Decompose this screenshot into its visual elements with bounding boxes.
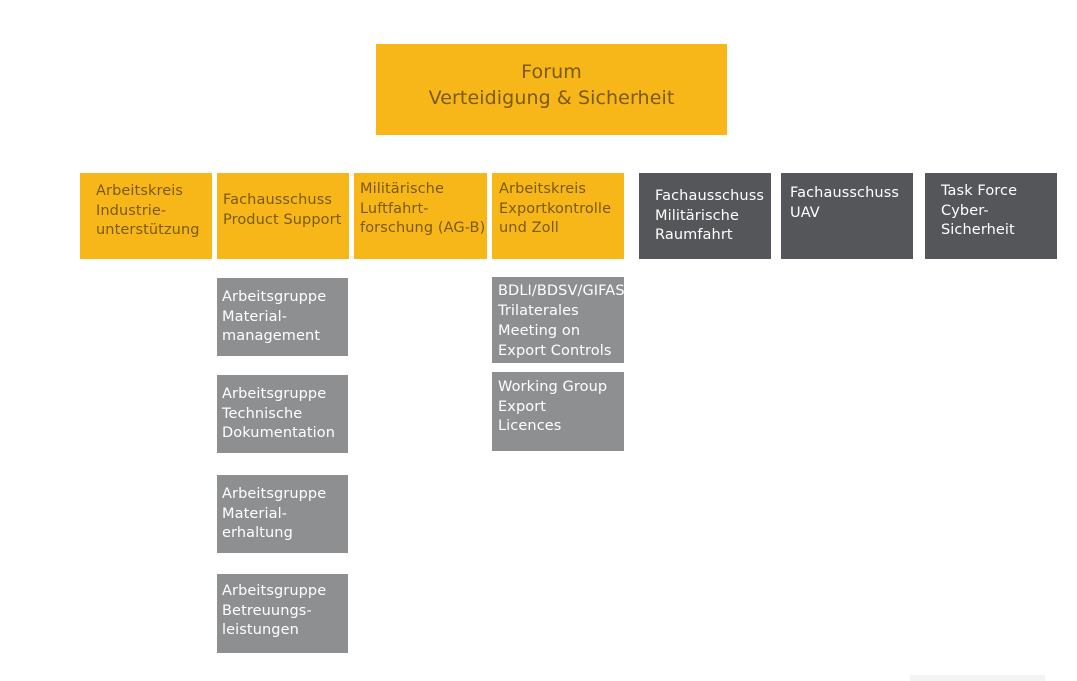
- node-label-line: Export Controls: [498, 343, 612, 359]
- node-label-line: UAV: [790, 204, 820, 221]
- node-label-line: Luftfahrt-: [360, 200, 429, 217]
- node-label-line: Raumfahrt: [655, 227, 733, 243]
- node-label-line: Industrie-: [96, 202, 167, 219]
- node-label-line: Material-: [222, 505, 288, 522]
- node-label-line: Militärische: [655, 207, 739, 224]
- node-label-line: unterstützung: [96, 222, 200, 238]
- node-label-line: BDLI/BDSV/GIFAS: [498, 283, 625, 299]
- node-label-line: Fachausschuss: [223, 192, 333, 208]
- node-label-line: Export: [498, 398, 547, 415]
- node-label-line: Arbeitsgruppe: [222, 583, 327, 599]
- node-label-line: Dokumentation: [222, 425, 336, 441]
- forum-node: Forum Verteidigung & Sicherheit: [376, 44, 727, 135]
- node-ag-technische-dokumentation: Arbeitsgruppe Technische Dokumentation: [217, 375, 348, 453]
- node-label-line: Product Support: [223, 211, 342, 228]
- node-trilaterales-meeting-export-controls: BDLI/BDSV/GIFAS Trilaterales Meeting on …: [492, 277, 625, 363]
- node-label-line: Fachausschuss: [790, 185, 900, 201]
- node-label-line: Cyber-: [941, 202, 989, 219]
- node-arbeitskreis-exportkontrolle: Arbeitskreis Exportkontrolle und Zoll: [492, 173, 624, 259]
- node-label-line: management: [222, 328, 321, 344]
- node-label-line: Licences: [498, 418, 562, 434]
- node-label-line: Arbeitsgruppe: [222, 289, 327, 305]
- node-label-line: forschung (AG-B): [360, 220, 486, 236]
- node-label-line: Arbeitskreis: [499, 181, 587, 197]
- node-working-group-export-licences: Working Group Export Licences: [492, 372, 624, 451]
- node-label-line: Fachausschuss: [655, 188, 765, 204]
- node-label-line: Technische: [222, 405, 303, 422]
- node-fachausschuss-militaerische-raumfahrt: Fachausschuss Militärische Raumfahrt: [639, 173, 771, 259]
- node-label-line: Material-: [222, 308, 288, 325]
- node-label-line: leistungen: [222, 622, 299, 638]
- node-fachausschuss-uav: Fachausschuss UAV: [781, 173, 913, 259]
- node-label-line: Arbeitsgruppe: [222, 486, 327, 502]
- node-label-line: Arbeitsgruppe: [222, 386, 327, 402]
- node-ag-betreuungsleistungen: Arbeitsgruppe Betreuungs- leistungen: [217, 574, 348, 653]
- node-ag-materialmanagement: Arbeitsgruppe Material- management: [217, 278, 348, 356]
- node-arbeitskreis-industrieunterstuetzung: Arbeitskreis Industrie- unterstützung: [80, 173, 212, 259]
- node-task-force-cyber-sicherheit: Task Force Cyber- Sicherheit: [925, 173, 1057, 259]
- node-fachausschuss-product-support: Fachausschuss Product Support: [217, 173, 349, 259]
- node-label-line: Arbeitskreis: [96, 183, 184, 199]
- page-edge-artifact: [910, 675, 1045, 681]
- node-label-line: Exportkontrolle: [499, 200, 612, 217]
- node-label-line: Meeting on: [498, 323, 581, 339]
- node-label-line: Sicherheit: [941, 222, 1015, 238]
- node-label-line: erhaltung: [222, 525, 293, 541]
- node-label-line: Working Group: [498, 379, 608, 395]
- node-militaerische-luftfahrtforschung: Militärische Luftfahrt- forschung (AG-B): [354, 173, 487, 259]
- node-label-line: Trilaterales: [498, 303, 579, 319]
- node-ag-materialerhaltung: Arbeitsgruppe Material- erhaltung: [217, 475, 348, 553]
- forum-title-line-1: Forum: [521, 61, 582, 83]
- node-label-line: Task Force: [941, 183, 1018, 199]
- forum-title-line-2: Verteidigung & Sicherheit: [428, 87, 675, 109]
- node-label-line: Militärische: [360, 181, 444, 197]
- node-label-line: und Zoll: [499, 220, 559, 236]
- node-label-line: Betreuungs-: [222, 602, 312, 619]
